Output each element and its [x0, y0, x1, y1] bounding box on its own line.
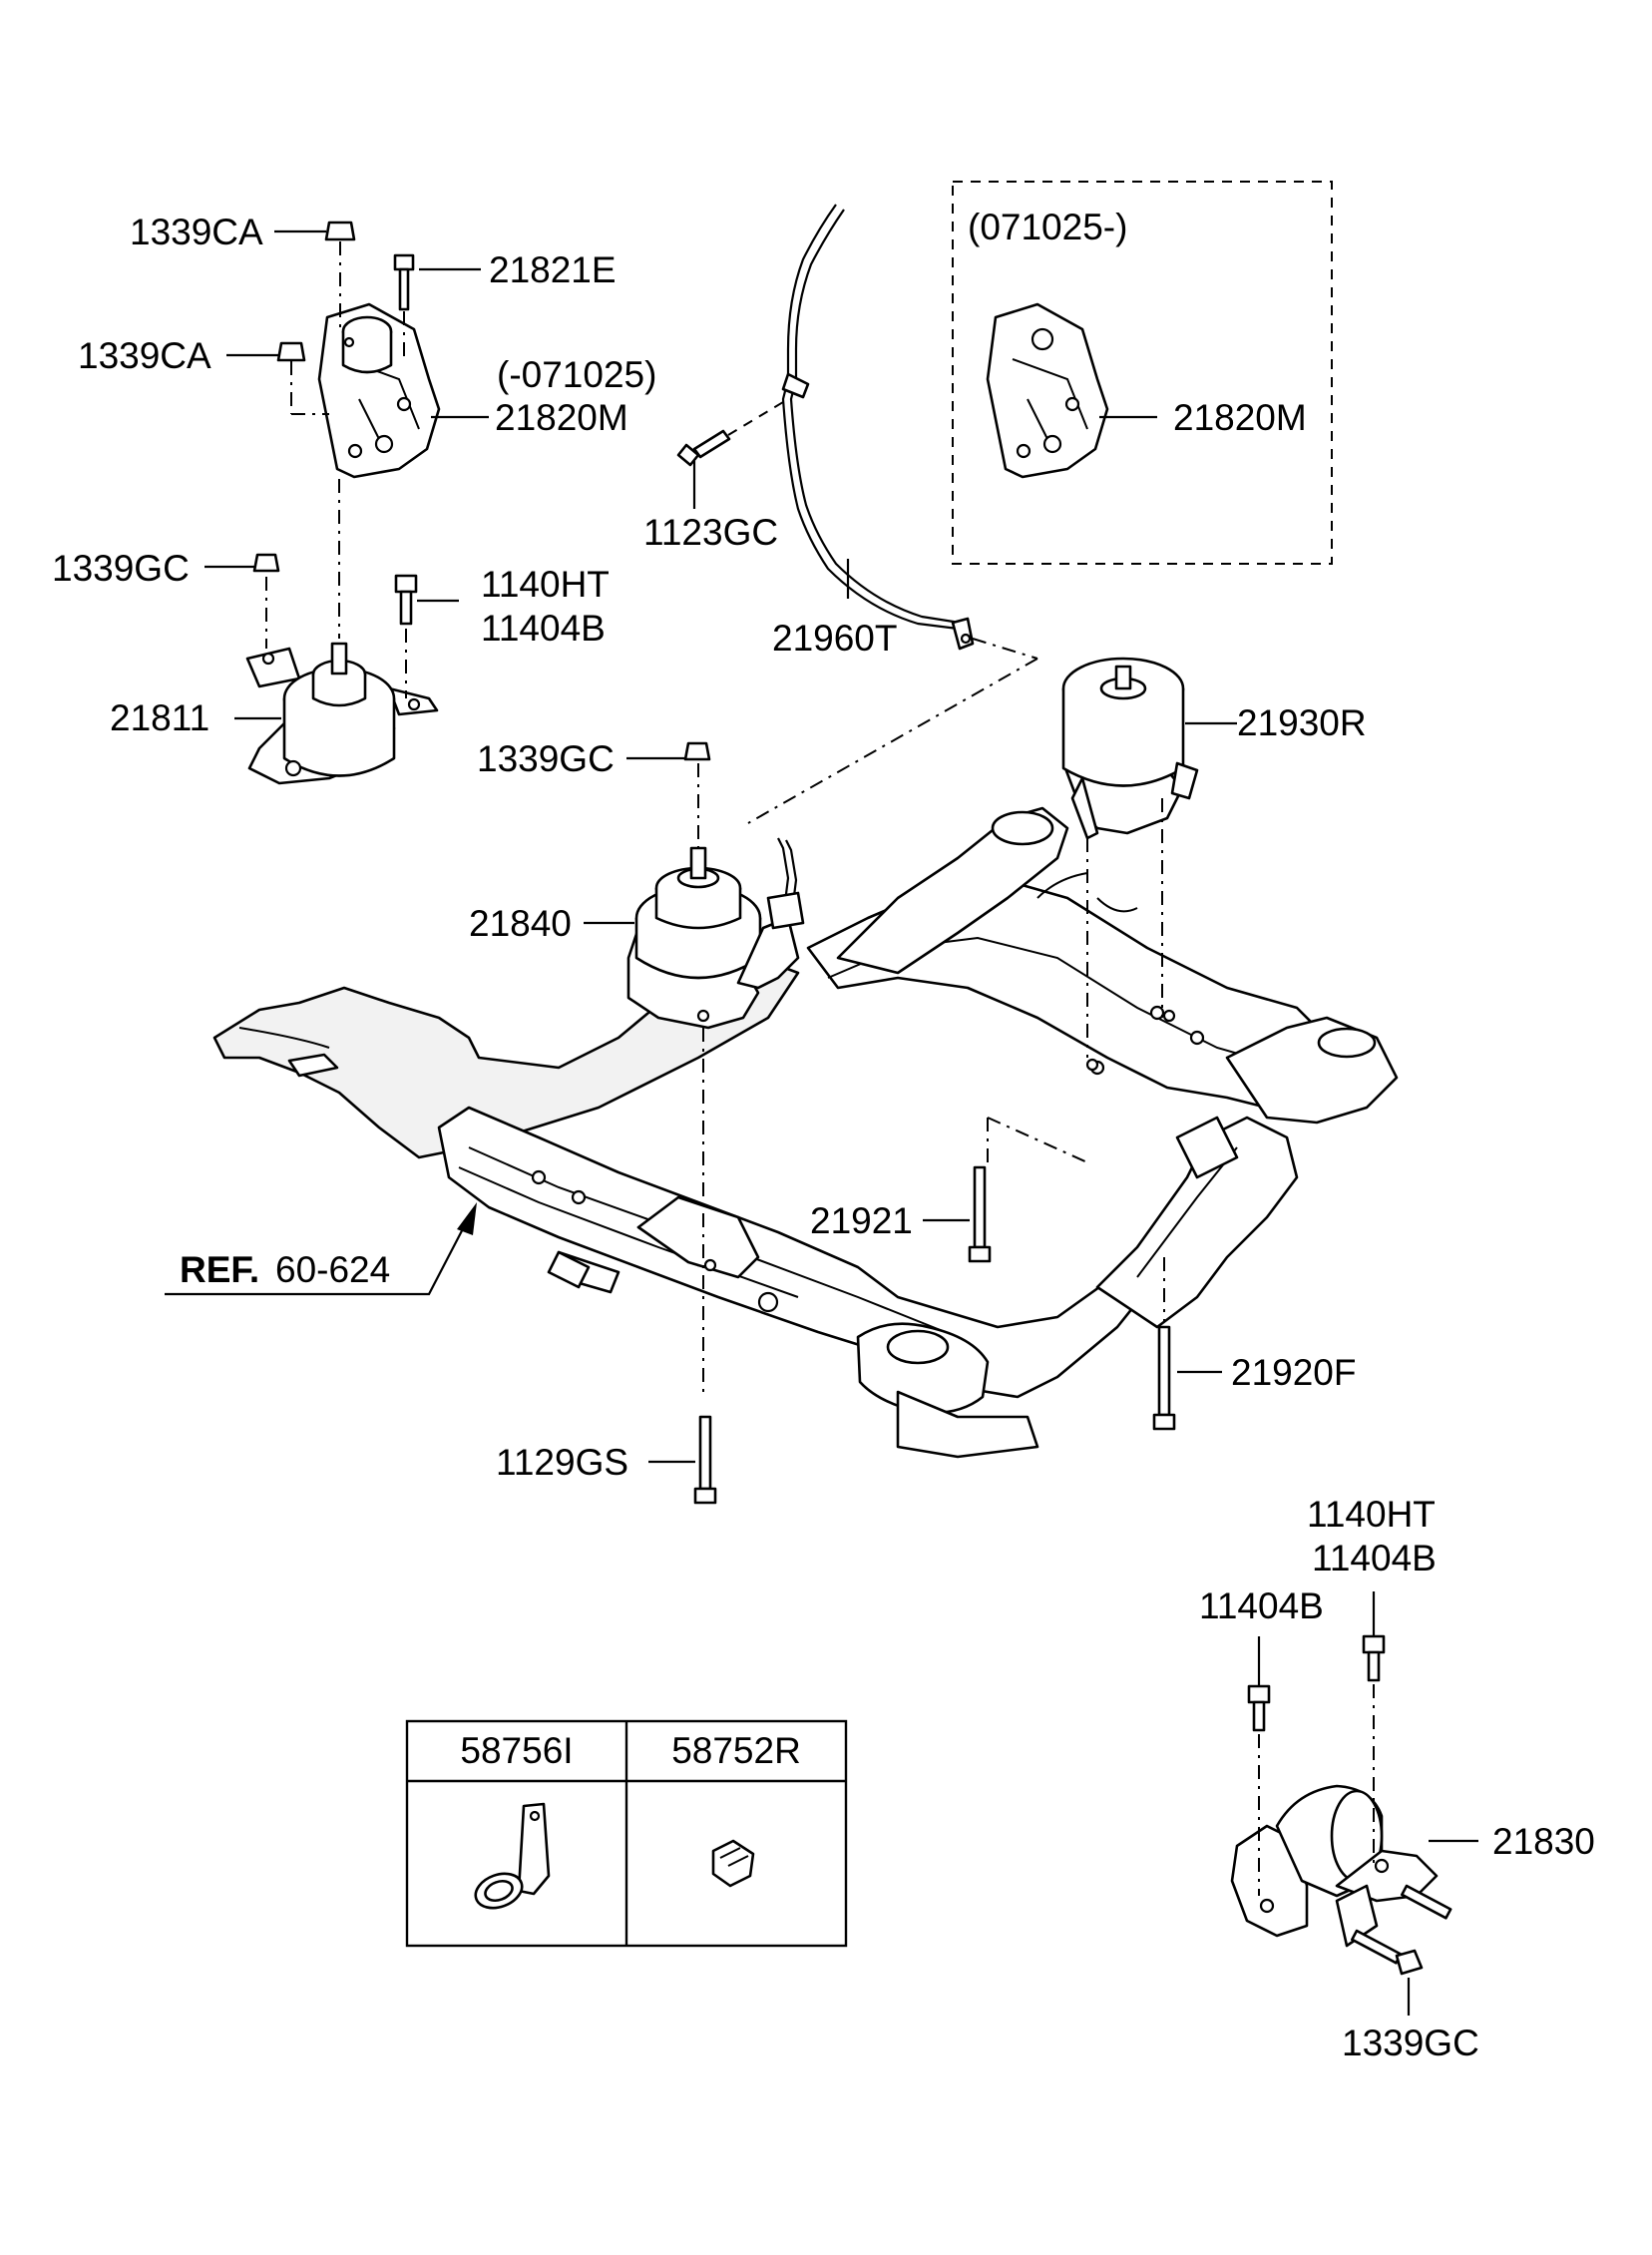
ref-prefix-label: REF.: [180, 1249, 259, 1290]
label-11404b-bottom-a: 11404B: [1312, 1538, 1437, 1578]
nut-1339ca-mid: [276, 341, 306, 362]
bracket-21820m-left: [317, 302, 441, 479]
mount-21840: [626, 837, 805, 1030]
bolt-1123gc: [676, 429, 731, 467]
label-1339gc-mid: 1339GC: [477, 738, 615, 779]
label-21960t: 21960T: [772, 618, 898, 659]
mount-21930r: [1061, 657, 1199, 840]
table-header-58756i: 58756I: [460, 1730, 573, 1771]
nut-1339gc-mid: [683, 741, 711, 761]
ref-arrow: [165, 1202, 477, 1296]
label-1339gc-left: 1339GC: [52, 548, 190, 589]
label-1129gs: 1129GS: [496, 1442, 628, 1483]
bolt-1129gs: [693, 1415, 717, 1505]
clip-58756i: [474, 1802, 551, 1910]
mount-21830: [1230, 1784, 1452, 1965]
bolt-21821e: [393, 253, 415, 311]
front-subframe: [212, 806, 1399, 1459]
label-21840: 21840: [469, 903, 572, 944]
mount-21811: [245, 642, 439, 785]
label-1140ht-top: 1140HT: [481, 564, 610, 605]
label-11404b-bottom-b: 11404B: [1199, 1585, 1324, 1626]
label-21930r: 21930R: [1237, 702, 1367, 743]
label-21820m-right: 21820M: [1173, 397, 1307, 438]
label-21830: 21830: [1492, 1821, 1595, 1862]
parts-table: [405, 1719, 848, 1948]
cable-21960t: [781, 204, 975, 651]
label-21811: 21811: [110, 697, 209, 738]
label-21920f: 21920F: [1231, 1352, 1357, 1393]
label-1339ca-mid: 1339CA: [78, 335, 211, 376]
label-1339gc-bottom: 1339GC: [1342, 2023, 1479, 2063]
bolt-11404b-bottom-left: [1247, 1684, 1271, 1732]
label-21921: 21921: [810, 1200, 913, 1241]
label-range-old: (-071025): [497, 354, 656, 395]
label-1339ca-top: 1339CA: [130, 212, 263, 252]
label-1140ht-bottom: 1140HT: [1307, 1494, 1436, 1535]
nut-1339gc-bottom: [1395, 1949, 1424, 1976]
label-21821e: 21821E: [489, 249, 617, 290]
ref-number-label: 60-624: [275, 1249, 390, 1290]
label-1123gc: 1123GC: [643, 512, 778, 553]
bolt-21921: [968, 1165, 992, 1263]
bolt-1140ht-top: [394, 574, 418, 626]
bolt-1140ht-bottom: [1362, 1634, 1386, 1682]
bracket-21820m-right: [986, 302, 1109, 479]
label-11404b-top: 11404B: [481, 608, 606, 649]
variant-box-071025: [952, 181, 1333, 565]
clip-58752r: [711, 1839, 755, 1888]
table-header-58752r: 58752R: [671, 1730, 801, 1771]
nut-1339gc-left: [252, 553, 280, 573]
bolt-21920f: [1152, 1325, 1176, 1431]
label-range-new: (071025-): [968, 207, 1127, 247]
label-21820m-left: 21820M: [495, 397, 628, 438]
nut-1339ca-top: [324, 221, 356, 241]
